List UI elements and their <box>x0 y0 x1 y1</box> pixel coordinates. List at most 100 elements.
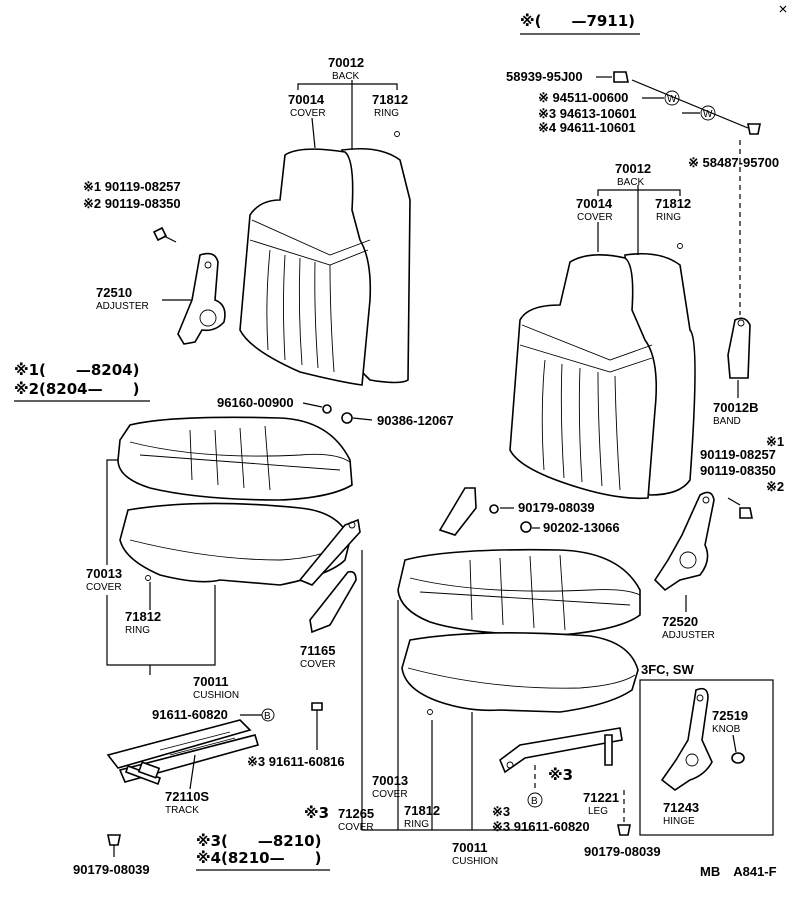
leader-96160 <box>302 402 323 408</box>
left-cushion-ring-part <box>145 575 151 581</box>
right-bolt-label: ※3 91611-60820 <box>492 819 590 834</box>
right-leg-part <box>499 727 623 774</box>
right-nut-part <box>617 824 631 836</box>
part-58939 <box>613 71 629 83</box>
left-back-part-name: BACK <box>332 71 360 82</box>
left-bolt-mark-circle <box>261 708 275 722</box>
washer-mark-1-circle <box>664 90 680 106</box>
note-2: ※2(8204— ) <box>14 380 139 398</box>
right-ring-name: RING <box>656 212 681 223</box>
right-cushion-cover-part <box>397 548 641 636</box>
fastener-axis <box>631 79 749 129</box>
corner-mark <box>779 5 787 13</box>
right-ring-part <box>677 243 683 249</box>
label-58487: ※ 58487-95700 <box>688 155 779 170</box>
note-3: ※3( —8210) <box>196 832 321 850</box>
right-back-bracket <box>597 185 681 255</box>
left-track-part <box>106 719 260 786</box>
left-screw1-label: ※1 90119-08257 <box>83 179 181 194</box>
inset-box <box>639 679 774 836</box>
right-side-cover-mark: ※3 <box>304 804 329 822</box>
right-ring-number: 71812 <box>655 196 691 211</box>
right-cushion-number: 70011 <box>452 840 487 855</box>
inset-knob-leader <box>732 734 737 753</box>
label-94611: ※4 94611-10601 <box>538 120 636 135</box>
right-back-number: 70012 <box>615 161 651 176</box>
right-side-cover-number: 71265 <box>338 806 374 821</box>
label-96160: 96160-00900 <box>217 395 294 410</box>
right-adjuster-number: 72520 <box>662 614 698 629</box>
washer-mark-2-circle <box>700 105 716 121</box>
inset-knob-part <box>731 752 745 764</box>
inset-hinge-number: 71243 <box>663 800 699 815</box>
left-bolt-part <box>311 702 323 750</box>
left-screw-part <box>152 226 177 243</box>
inset-hinge-name: HINGE <box>663 816 695 827</box>
left-ring-part <box>394 131 400 137</box>
left-back-bracket <box>297 80 398 150</box>
right-screw1: 90119-08257 <box>700 447 776 462</box>
left-nut-part <box>107 834 121 846</box>
right-bolt-mark-circle <box>527 792 543 808</box>
right-cushion-part <box>401 632 639 713</box>
left-back-ring-name: RING <box>374 108 399 119</box>
leader-90386 <box>352 417 373 421</box>
right-leg-number: 71221 <box>583 790 619 805</box>
part-90179a <box>489 504 499 514</box>
part-96160 <box>322 404 332 414</box>
right-nut-label: 90179-08039 <box>584 844 661 859</box>
right-cushion-ring-name: RING <box>404 819 429 830</box>
label-58939: 58939-95J00 <box>506 69 583 84</box>
label-90179a: 90179-08039 <box>518 500 595 515</box>
header-note: ※( —7911) <box>520 12 635 30</box>
right-cushion-cover-name: COVER <box>372 789 408 800</box>
inset-knob-number: 72519 <box>712 708 748 723</box>
part-58487 <box>747 123 761 135</box>
right-cushion-ring-number: 71812 <box>404 803 440 818</box>
right-bolt-mark3: ※3 <box>492 804 510 819</box>
inset-hinge-part <box>660 687 713 791</box>
right-cushion-cover-number: 70013 <box>372 773 408 788</box>
left-bolt1-label: 91611-60820 <box>152 707 228 722</box>
right-cover-name: COVER <box>577 212 613 223</box>
label-94511: ※ 94511-00600 <box>538 90 628 105</box>
note-4: ※4(8210— ) <box>196 849 321 867</box>
left-side-cover-part <box>309 570 357 634</box>
right-screw-part <box>727 497 753 519</box>
left-side-cover-name: COVER <box>300 659 336 670</box>
left-cushion-ring-name: RING <box>125 625 150 636</box>
right-cover-number: 70014 <box>576 196 613 211</box>
right-cushion-ring-part <box>427 709 433 715</box>
washer-mark-1: W <box>667 94 677 105</box>
left-adjuster-name: ADJUSTER <box>96 301 149 312</box>
right-adjuster-name: ADJUSTER <box>662 630 715 641</box>
inset-title: 3FC, SW <box>641 662 694 677</box>
right-screw2: 90119-08350 <box>700 463 776 478</box>
label-90202: 90202-13066 <box>543 520 620 535</box>
left-track-leader <box>189 754 196 790</box>
right-band-part <box>727 317 751 379</box>
left-cushion-bracket <box>298 518 361 586</box>
left-cushion-name: CUSHION <box>193 690 239 701</box>
left-cushion-cover-name: COVER <box>86 582 122 593</box>
right-back-name: BACK <box>617 177 645 188</box>
left-back-part-number: 70012 <box>328 55 364 70</box>
right-bolt-mark: B <box>531 796 538 807</box>
right-mark1: ※1 <box>766 434 784 449</box>
left-cushion-ring-number: 71812 <box>125 609 161 624</box>
right-hinge-cover-part <box>438 487 477 536</box>
left-nut-label: 90179-08039 <box>73 862 150 877</box>
left-cover-leader <box>311 117 316 149</box>
washer-mark-2: W <box>703 109 713 120</box>
right-mark2: ※2 <box>766 479 784 494</box>
note-1: ※1( —8204) <box>14 361 139 379</box>
left-back-cover-name: COVER <box>290 108 326 119</box>
left-cushion-bracket-lines <box>106 459 216 668</box>
right-cushion-bracket-lines <box>361 550 535 831</box>
left-side-cover-number: 71165 <box>300 643 335 658</box>
left-back-ring-number: 71812 <box>372 92 408 107</box>
label-94613: ※3 94613-10601 <box>538 106 636 121</box>
right-leg-mark: ※3 <box>548 766 573 784</box>
right-leg-name: LEG <box>588 806 608 817</box>
